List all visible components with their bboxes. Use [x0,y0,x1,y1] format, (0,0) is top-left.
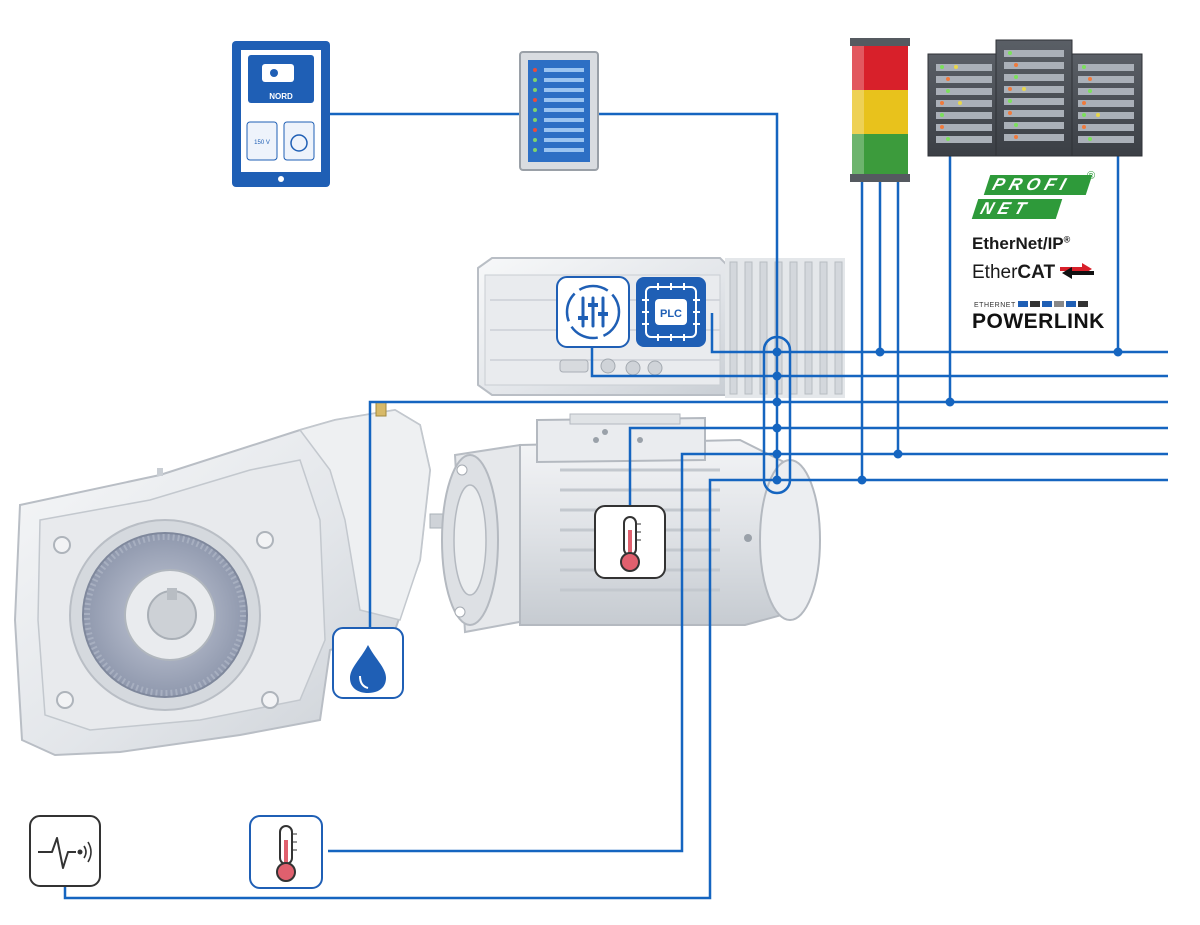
thermometer-icon[interactable] [594,505,666,579]
powerlink-subtitle: ETHERNET [974,301,1089,309]
profinet-bottom: NET [971,199,1063,219]
vibration-sensor-icon[interactable] [29,815,101,887]
tablet-value: 150 V [254,140,270,146]
electric-motor [429,413,821,634]
tablet-brand: NORD [269,92,293,101]
thermometer-icon[interactable] [249,815,323,889]
powerlink-logo: POWERLINK [972,310,1105,333]
hmi-panel-icon[interactable] [519,51,599,171]
powerlink-color-bar-icon [1018,301,1089,307]
gearbox [13,401,432,757]
plc-label: PLC [660,308,682,320]
ethernet-ip-logo: EtherNet/IP® [972,234,1070,254]
ethercat-text-b: CAT [1017,262,1056,283]
ethernet-ip-reg: ® [1063,234,1071,245]
tablet-icon[interactable]: NORD 150 V [232,41,330,187]
oil-drop-icon[interactable] [332,627,404,699]
plc-chip-icon[interactable]: PLC [636,277,706,347]
powerlink-small-text: ETHERNET [974,302,1016,309]
profinet-reg: ® [1087,170,1096,182]
server-rack-icon [927,39,1143,157]
profinet-logo: PROFI NET ® [971,170,1096,224]
line-junctions [772,347,1123,485]
ethercat-logo: EtherCAT [972,262,1095,284]
signal-tower-icon [850,38,910,182]
ethernet-ip-text: EtherNet/IP [972,234,1064,253]
profinet-top: PROFI [983,175,1093,195]
drive-settings-icon[interactable] [556,276,630,348]
ethercat-arrows-icon [1060,263,1095,279]
ethercat-text-a: Ether [972,262,1018,283]
